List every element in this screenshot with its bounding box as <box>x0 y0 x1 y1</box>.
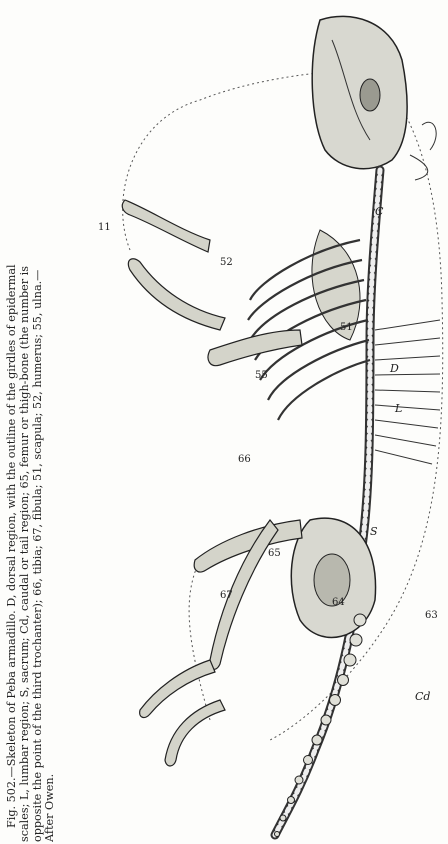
caption-line-1: Fig. 502.—Skeleton of Peba armadillo. D,… <box>6 2 19 842</box>
label-65: 65 <box>268 548 281 559</box>
caption-line-4: After Owen. <box>44 2 57 842</box>
label-cervical: C <box>375 205 384 218</box>
epidermal-girdles <box>375 320 440 464</box>
forelimbs <box>122 200 302 366</box>
figure-caption: Fig. 502.—Skeleton of Peba armadillo. D,… <box>6 2 66 842</box>
armadillo-skeleton-illustration: C 11 52 51 55 D L 66 S 65 67 64 63 Cd <box>70 0 446 844</box>
label-52: 52 <box>220 257 233 268</box>
ear <box>410 122 436 180</box>
label-sacrum: S <box>370 525 378 538</box>
caption-line-3: opposite the point of the third trochant… <box>32 2 45 842</box>
label-51: 51 <box>340 322 353 333</box>
label-64: 64 <box>332 597 345 608</box>
label-63: 63 <box>425 610 438 621</box>
label-55: 55 <box>255 370 268 381</box>
label-lumbar: L <box>394 402 402 415</box>
label-67: 67 <box>220 590 233 601</box>
label-dorsal: D <box>389 362 399 375</box>
caption-line-2: scales; L, lumbar region; S, sacrum; Cd,… <box>19 2 32 842</box>
label-11: 11 <box>98 222 111 233</box>
label-66: 66 <box>238 454 251 465</box>
label-caudal: Cd <box>415 690 430 703</box>
